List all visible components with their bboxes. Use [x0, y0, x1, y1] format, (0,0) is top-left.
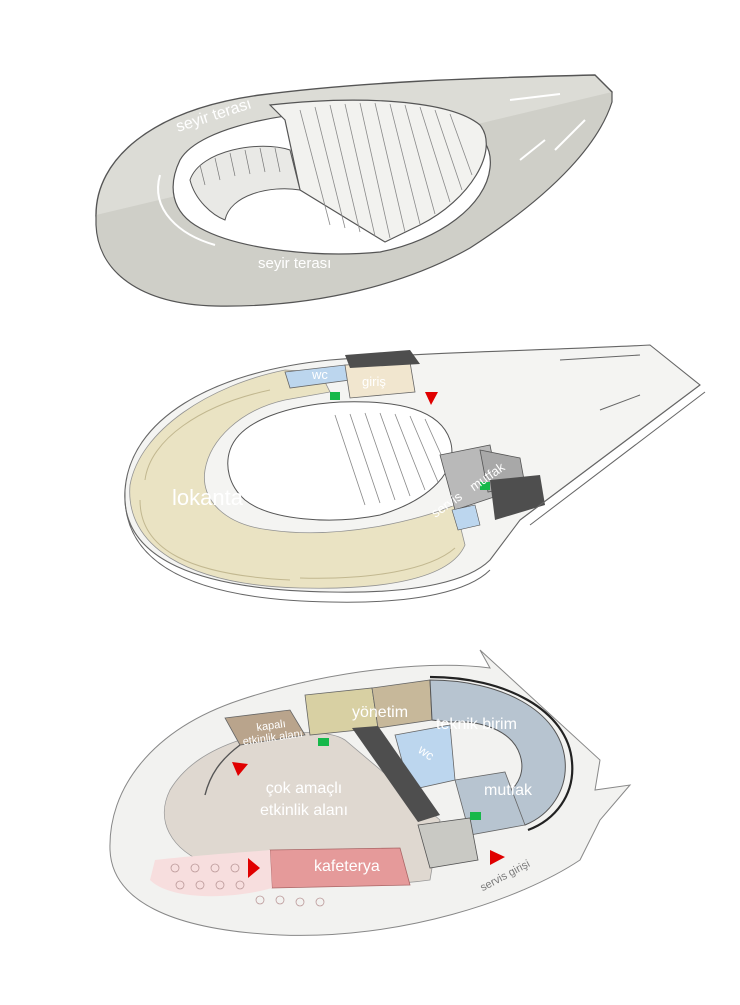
level-3-elevator	[470, 812, 481, 820]
level-2-entry-arrow	[425, 392, 438, 405]
indoor-event-wall	[204, 744, 241, 796]
level-2-slab-edge	[124, 490, 491, 603]
restaurant-ring	[129, 369, 466, 589]
cafeteria-terrace	[150, 850, 272, 897]
level-3-ground-floor	[109, 649, 632, 936]
indoor-event-hall	[224, 709, 306, 746]
technical-outer-wall	[429, 675, 574, 832]
level-3-corridor	[352, 726, 440, 822]
level-2-elevator	[330, 392, 340, 400]
roof-canopy	[268, 99, 487, 243]
cafeteria-tables	[170, 863, 325, 907]
level-3-arrow-service	[490, 850, 505, 865]
seating-pattern	[139, 389, 456, 581]
label-terrace-bottom: seyir terası	[258, 255, 331, 272]
level-2-elevator-2	[480, 482, 490, 490]
level-1-roof	[95, 74, 613, 307]
level-2-dark-block	[345, 350, 420, 368]
level-2-ramps	[519, 354, 706, 526]
level-2-dark-core	[490, 475, 545, 520]
level-3-service-block	[417, 817, 479, 869]
level-2-wc-lower	[451, 504, 481, 531]
level-3-arrow-indoor	[232, 762, 248, 776]
roof-louvres	[299, 102, 473, 239]
management-block-2	[371, 679, 433, 729]
technical-unit	[429, 679, 566, 826]
level-3-arrow-cafeteria	[248, 858, 260, 878]
level-3-elevator-2	[318, 738, 329, 746]
level-2-restaurant-floor	[124, 344, 706, 603]
tribune-mullions	[199, 147, 281, 186]
cafeteria-block	[269, 847, 411, 889]
terrace-markings	[157, 93, 586, 246]
tribune-ring	[189, 145, 301, 221]
